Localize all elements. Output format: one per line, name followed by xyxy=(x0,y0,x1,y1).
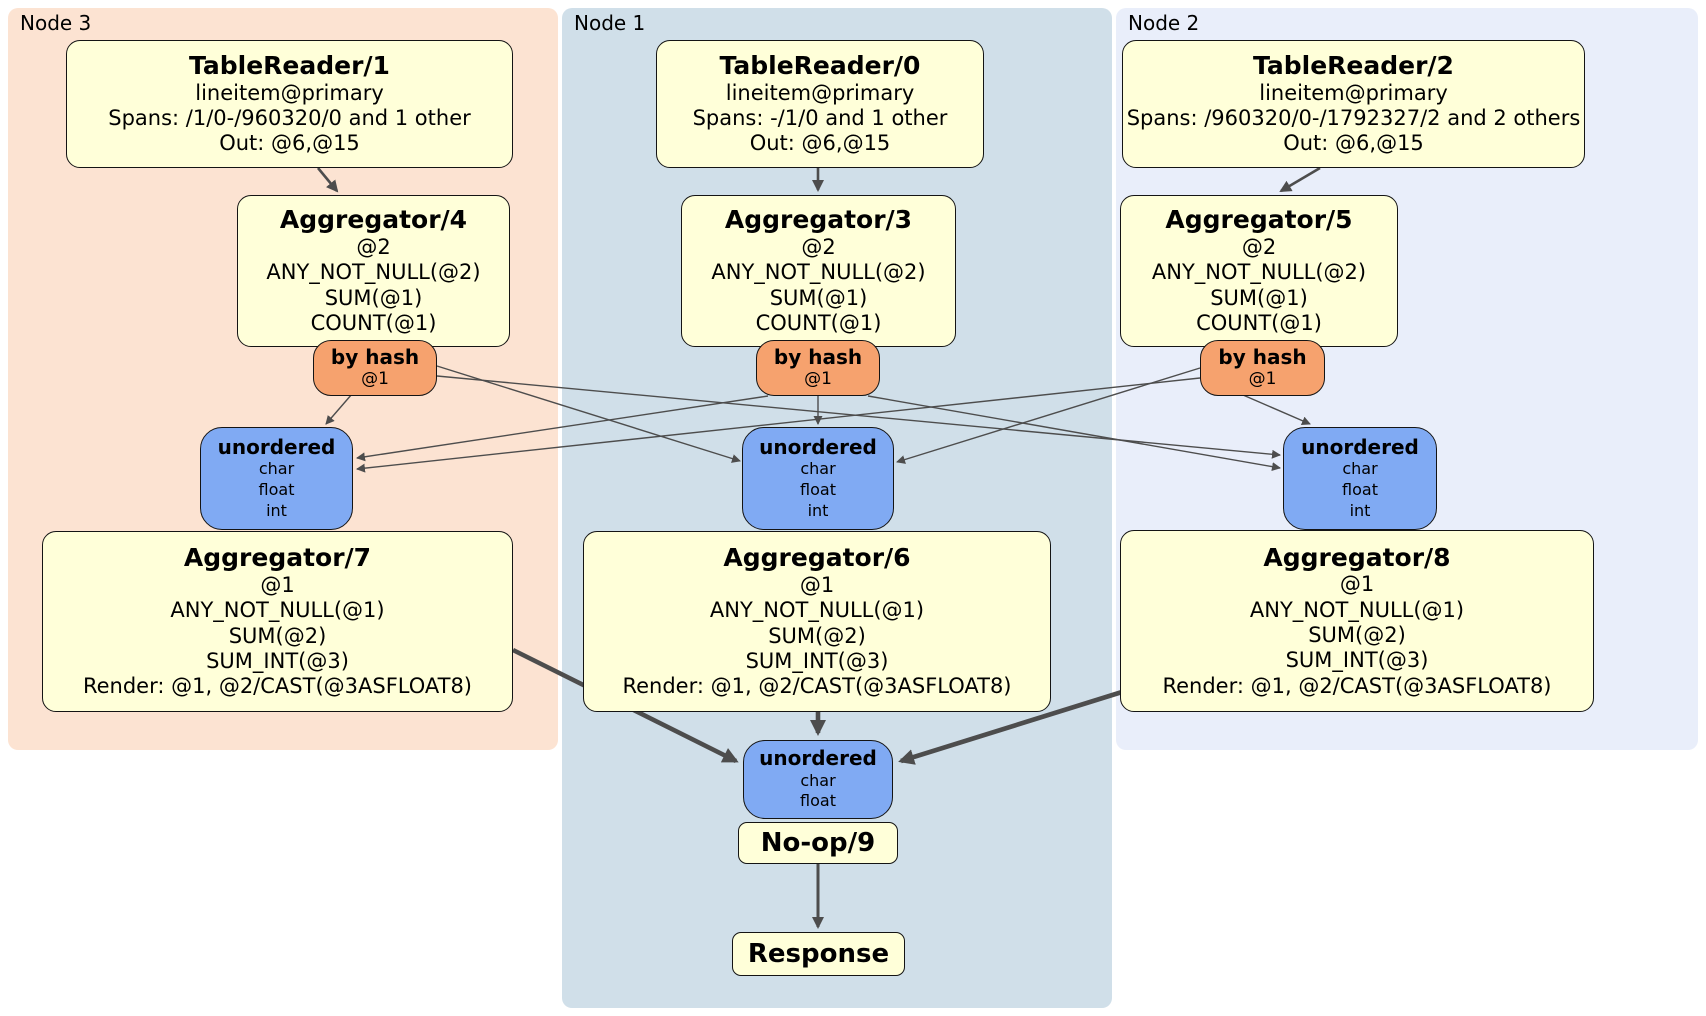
sync-title: unordered xyxy=(759,745,877,770)
unordered-sync-node1: unordered char float int xyxy=(742,427,894,530)
sync-line: char xyxy=(1342,459,1378,479)
sync-line: float xyxy=(1342,479,1378,499)
box-line: ANY_NOT_NULL(@2) xyxy=(1151,260,1367,285)
sync-line: int xyxy=(266,500,287,520)
edge-bh3-u3 xyxy=(325,393,353,425)
edge-ag8-final xyxy=(898,689,1123,765)
edge-bh2-u3 xyxy=(356,377,1201,473)
box-line: Out: @6,@15 xyxy=(749,131,891,156)
box-title: Aggregator/6 xyxy=(723,543,911,573)
edge-bh2-u2 xyxy=(1242,394,1311,425)
router-title: by hash xyxy=(330,345,420,370)
box-line: SUM(@2) xyxy=(768,623,866,648)
edge-bh3-u1 xyxy=(436,365,741,463)
node3-label: Node 3 xyxy=(20,11,92,35)
edge-bh1-u3 xyxy=(356,395,769,462)
aggregator7-box: Aggregator/7 @1 ANY_NOT_NULL(@1) SUM(@2)… xyxy=(42,531,513,712)
box-line: SUM(@2) xyxy=(1308,623,1406,648)
noop9-box: No-op/9 xyxy=(738,822,898,864)
unordered-sync-node3: unordered char float int xyxy=(200,427,353,530)
aggregator3-box: Aggregator/3 @2 ANY_NOT_NULL(@2) SUM(@1)… xyxy=(681,195,956,347)
box-line: SUM(@1) xyxy=(769,285,868,310)
sync-line: int xyxy=(1349,500,1371,520)
router-line: @1 xyxy=(361,369,389,390)
box-line: @2 xyxy=(1241,234,1277,259)
node1-label: Node 1 xyxy=(574,11,646,35)
router-title: by hash xyxy=(1218,345,1307,370)
box-line: Out: @6,@15 xyxy=(1283,131,1424,156)
sync-line: char xyxy=(258,459,295,479)
box-line: Render: @1, @2/CAST(@3ASFLOAT8) xyxy=(1162,673,1552,698)
node2-label: Node 2 xyxy=(1128,11,1200,35)
box-title: Response xyxy=(747,938,890,969)
tablereader0-box: TableReader/0 lineitem@primary Spans: -/… xyxy=(656,40,984,168)
box-title: TableReader/0 xyxy=(719,51,921,81)
sync-line: float xyxy=(258,479,295,499)
edge-tr2-ag5 xyxy=(1279,166,1321,193)
box-line: COUNT(@1) xyxy=(755,311,882,336)
box-title: Aggregator/4 xyxy=(279,205,468,235)
box-line: @2 xyxy=(801,234,836,259)
box-line: SUM_INT(@3) xyxy=(1285,648,1429,673)
box-line: Spans: -/1/0 and 1 other xyxy=(692,106,948,131)
edge-bh2-u1 xyxy=(896,367,1201,464)
edge-tr1-ag4 xyxy=(316,167,339,193)
box-line: @1 xyxy=(799,572,835,597)
box-line: SUM_INT(@3) xyxy=(206,648,349,673)
unordered-sync-final: unordered char float xyxy=(743,740,893,819)
box-line: ANY_NOT_NULL(@2) xyxy=(711,260,926,285)
box-line: SUM(@1) xyxy=(1210,285,1308,310)
box-line: Spans: /960320/0-/1792327/2 and 2 others xyxy=(1126,106,1581,131)
sync-title: unordered xyxy=(1301,434,1419,459)
box-line: ANY_NOT_NULL(@1) xyxy=(709,598,925,623)
box-line: @1 xyxy=(260,572,295,597)
sync-line: char xyxy=(800,770,836,790)
box-line: Render: @1, @2/CAST(@3ASFLOAT8) xyxy=(82,674,473,699)
router-line: @1 xyxy=(1248,369,1277,390)
sync-line: float xyxy=(800,479,836,499)
box-line: ANY_NOT_NULL(@1) xyxy=(1249,597,1465,622)
box-line: SUM(@2) xyxy=(228,623,327,648)
sync-title: unordered xyxy=(759,434,877,459)
box-title: TableReader/1 xyxy=(189,51,390,81)
aggregator6-box: Aggregator/6 @1 ANY_NOT_NULL(@1) SUM(@2)… xyxy=(583,531,1051,712)
byhash-router-node2: by hash @1 xyxy=(1200,340,1325,396)
box-line: @2 xyxy=(356,234,391,259)
edge-bh1-u2 xyxy=(867,395,1281,472)
router-title: by hash xyxy=(773,345,863,370)
box-line: SUM_INT(@3) xyxy=(745,648,889,673)
router-line: @1 xyxy=(804,369,832,390)
response-box: Response xyxy=(732,932,905,976)
tablereader2-box: TableReader/2 lineitem@primary Spans: /9… xyxy=(1122,40,1585,168)
box-line: lineitem@primary xyxy=(195,80,384,105)
box-title: Aggregator/5 xyxy=(1165,205,1353,235)
box-line: COUNT(@1) xyxy=(1196,311,1322,336)
box-title: Aggregator/3 xyxy=(724,205,913,235)
box-line: ANY_NOT_NULL(@2) xyxy=(266,260,481,285)
sync-title: unordered xyxy=(217,434,336,459)
aggregator4-box: Aggregator/4 @2 ANY_NOT_NULL(@2) SUM(@1)… xyxy=(237,195,510,347)
box-line: ANY_NOT_NULL(@1) xyxy=(170,598,385,623)
unordered-sync-node2: unordered char float int xyxy=(1283,427,1437,530)
box-title: No-op/9 xyxy=(760,827,876,858)
box-line: @1 xyxy=(1339,572,1375,597)
box-line: COUNT(@1) xyxy=(310,311,437,336)
byhash-router-node1: by hash @1 xyxy=(756,340,880,396)
box-line: Render: @1, @2/CAST(@3ASFLOAT8) xyxy=(622,674,1012,699)
box-line: SUM(@1) xyxy=(324,285,423,310)
box-line: lineitem@primary xyxy=(1259,80,1448,105)
sync-line: char xyxy=(800,459,836,479)
tablereader1-box: TableReader/1 lineitem@primary Spans: /1… xyxy=(66,40,513,168)
aggregator5-box: Aggregator/5 @2 ANY_NOT_NULL(@2) SUM(@1)… xyxy=(1120,195,1398,347)
box-title: Aggregator/7 xyxy=(183,543,372,573)
byhash-router-node3: by hash @1 xyxy=(313,340,437,396)
box-line: Spans: /1/0-/960320/0 and 1 other xyxy=(108,106,471,131)
sync-line: float xyxy=(800,791,836,811)
box-title: TableReader/2 xyxy=(1253,51,1454,81)
box-line: lineitem@primary xyxy=(725,80,915,105)
sync-line: int xyxy=(807,500,829,520)
box-title: Aggregator/8 xyxy=(1263,542,1451,572)
aggregator8-box: Aggregator/8 @1 ANY_NOT_NULL(@1) SUM(@2)… xyxy=(1120,530,1594,712)
box-line: Out: @6,@15 xyxy=(219,131,360,156)
